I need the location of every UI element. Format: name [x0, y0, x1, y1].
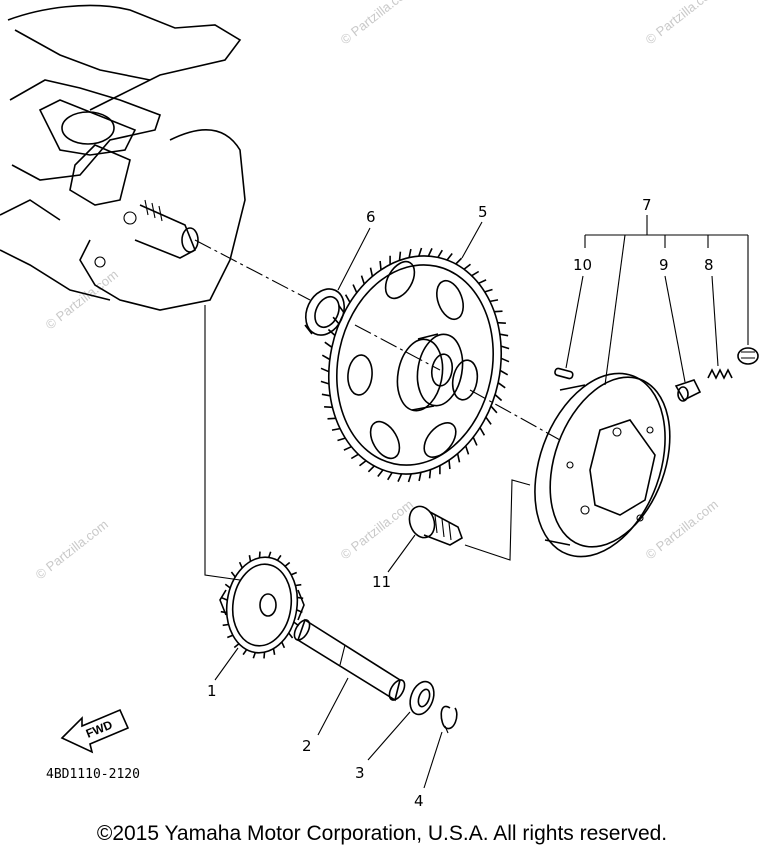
part-9-plunger: [674, 379, 702, 402]
engine-case-illustration: [0, 4, 246, 311]
part-4-circlip: [440, 705, 458, 734]
copyright-notice: ©2015 Yamaha Motor Corporation, U.S.A. A…: [96, 822, 668, 845]
watermark-5: © Partzilla.com: [643, 497, 721, 563]
fwd-label: FWD: [84, 717, 115, 740]
part-5-starter-wheel-gear: [320, 247, 510, 483]
callout-1: 1: [207, 682, 217, 700]
part-7-clutch-assembly: [534, 372, 671, 558]
part-7-cap: [737, 347, 759, 365]
callout-9: 9: [659, 256, 669, 274]
fwd-arrow-icon: FWD: [60, 708, 130, 754]
callout-7: 7: [642, 196, 652, 214]
part-8-spring: [707, 368, 733, 380]
watermark-2: © Partzilla.com: [643, 0, 721, 47]
callout-4: 4: [414, 792, 424, 810]
part-10-roller: [554, 367, 574, 380]
callout-3: 3: [355, 764, 365, 782]
watermark-1: © Partzilla.com: [338, 0, 416, 47]
gear-teeth: [220, 551, 304, 659]
part-3-washer: [409, 680, 435, 716]
part-1-idle-gear: [219, 551, 305, 659]
part-11-bolt: [408, 505, 463, 546]
callout-2: 2: [302, 737, 312, 755]
gear-teeth: [320, 247, 510, 483]
callout-5: 5: [478, 203, 488, 221]
part-2-shaft: [293, 618, 406, 702]
callout-11: 11: [372, 573, 391, 591]
callout-leaders: [214, 215, 749, 789]
callout-8: 8: [704, 256, 714, 274]
drawing-code: 4BD1110-2120: [46, 767, 140, 782]
callout-6: 6: [366, 208, 376, 226]
watermark-4: © Partzilla.com: [338, 497, 416, 563]
callouts: 6 5 7 10 9 8 11 1 2 3 4: [207, 196, 714, 810]
callout-10: 10: [573, 256, 592, 274]
watermark-6: © Partzilla.com: [33, 517, 111, 583]
